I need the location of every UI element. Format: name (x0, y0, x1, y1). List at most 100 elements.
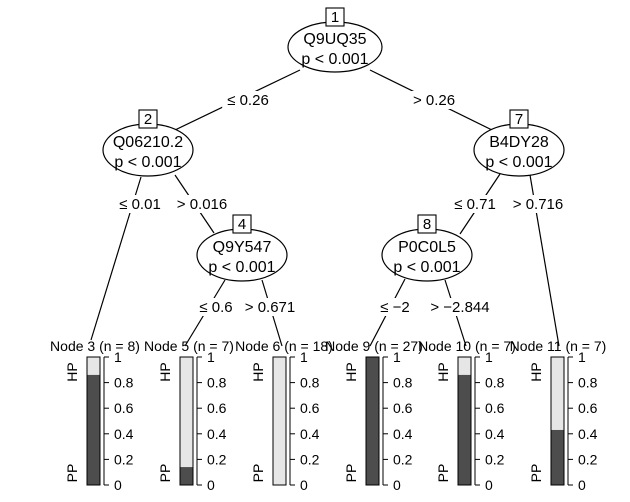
edge-label: ≤ −2 (380, 299, 410, 316)
node-id-box (509, 109, 529, 129)
tick-label: 0.8 (114, 375, 134, 391)
tick-label: 1 (300, 349, 308, 365)
leaf-node-6: 0 0.2 0.4 0.6 0.8 1HP PP (250, 349, 320, 493)
pp-bar (180, 467, 193, 485)
tick-label: 1 (578, 349, 586, 365)
class-label-pp: PP (157, 464, 173, 483)
class-label-hp: HP (64, 362, 80, 381)
leaf-title-11: Node 11 (n = 7) (510, 338, 607, 354)
tree-edges: ≤ 0.26 > 0.26 ≤ 0.01 > 0.016 ≤ 0.6 > 0.671 ≤ 0… (90, 69, 568, 347)
leaf-title-10: Node 10 (n = 7) (418, 338, 516, 354)
tick-label: 0.8 (207, 375, 227, 391)
bar-frame (457, 356, 472, 486)
p-value: p < 0.001 (485, 154, 552, 171)
tick-label: 0.8 (485, 375, 505, 391)
edge-label: > 0.671 (245, 299, 295, 316)
node-id-box (417, 214, 437, 234)
node-id-box (232, 214, 252, 234)
leaf-title-3: Node 3 (n = 8) (50, 338, 140, 354)
tick-label: 0.4 (300, 426, 320, 442)
node-id-label: 7 (515, 111, 523, 128)
class-label-pp: PP (435, 464, 451, 483)
p-value: p < 0.001 (393, 259, 460, 276)
edge-label: ≤ 0.26 (227, 92, 269, 109)
tick-label: 0.2 (578, 451, 598, 467)
edge-1-7: > 0.26 (369, 69, 493, 131)
leaf-title-9: Node 9 (n = 27) (325, 338, 423, 354)
edge-label-background (172, 195, 232, 213)
class-label-pp: PP (250, 464, 266, 483)
edge-label-background (222, 91, 274, 109)
bar-frame (550, 356, 565, 486)
tick-label: 0.6 (207, 400, 227, 416)
p-value: p < 0.001 (301, 51, 368, 68)
edge-label: > 0.26 (413, 92, 455, 109)
pp-bar (366, 357, 379, 485)
edge-7-11: > 0.716 (508, 174, 568, 347)
tick-label: 0.2 (300, 451, 320, 467)
p-value: p < 0.001 (208, 259, 275, 276)
edge-label: > −2.844 (430, 299, 489, 316)
edge-8-9: ≤ −2 (369, 278, 414, 347)
bar-frame (365, 356, 380, 486)
tick-label: 0 (393, 477, 401, 493)
tick-label: 0.4 (578, 426, 598, 442)
edge-label-background (376, 298, 414, 316)
edge-4-6: > 0.671 (240, 279, 300, 347)
bar-frame (86, 356, 101, 486)
edge-label: ≤ 0.71 (454, 196, 496, 213)
tick-label: 0.6 (578, 400, 598, 416)
edge-label-background (194, 298, 238, 316)
tick-label: 0.6 (485, 400, 505, 416)
edge-2-3: ≤ 0.01 (90, 176, 166, 341)
tick-label: 1 (207, 349, 215, 365)
edge-label-background (449, 195, 501, 213)
node-id-box (138, 109, 158, 129)
edge-4-5: ≤ 0.6 (184, 279, 238, 347)
bar-frame (272, 356, 287, 486)
tick-label: 0 (300, 477, 308, 493)
edge-label-background (240, 298, 300, 316)
tick-label: 0.6 (393, 400, 413, 416)
class-label-hp: HP (435, 362, 451, 381)
class-label-pp: PP (343, 464, 359, 483)
tree-leaf-nodes: Node 3 (n = 8)Node 5 (n = 7)Node 6 (n = … (50, 338, 606, 493)
tick-label: 0.6 (300, 400, 320, 416)
class-label-hp: HP (250, 362, 266, 381)
leaf-title-5: Node 5 (n = 7) (144, 338, 234, 354)
edge-label: > 0.716 (513, 196, 563, 213)
tick-label: 0.2 (114, 451, 134, 467)
edge-label-background (508, 195, 568, 213)
tick-label: 0 (485, 477, 493, 493)
tick-label: 1 (114, 349, 122, 365)
node-id-label: 1 (331, 9, 339, 26)
class-label-pp: PP (528, 464, 544, 483)
tick-label: 0.8 (300, 375, 320, 391)
edge-label: ≤ 0.01 (119, 196, 161, 213)
pp-bar (551, 429, 564, 485)
node-id-box (325, 7, 345, 27)
edge-1-2: ≤ 0.26 (174, 69, 301, 131)
pp-bar (87, 374, 100, 485)
split-variable: P0C0L5 (398, 239, 456, 256)
class-label-hp: HP (157, 362, 173, 381)
tick-label: 0.4 (114, 426, 134, 442)
split-variable: Q9UQ35 (303, 31, 366, 48)
node-id-label: 8 (423, 216, 431, 233)
tick-label: 0 (207, 477, 215, 493)
tick-label: 1 (393, 349, 401, 365)
edge-label-background (408, 91, 460, 109)
p-value: p < 0.001 (114, 154, 181, 171)
tick-label: 0 (114, 477, 122, 493)
edge-2-4: > 0.016 (172, 174, 232, 234)
tick-label: 0 (578, 477, 586, 493)
